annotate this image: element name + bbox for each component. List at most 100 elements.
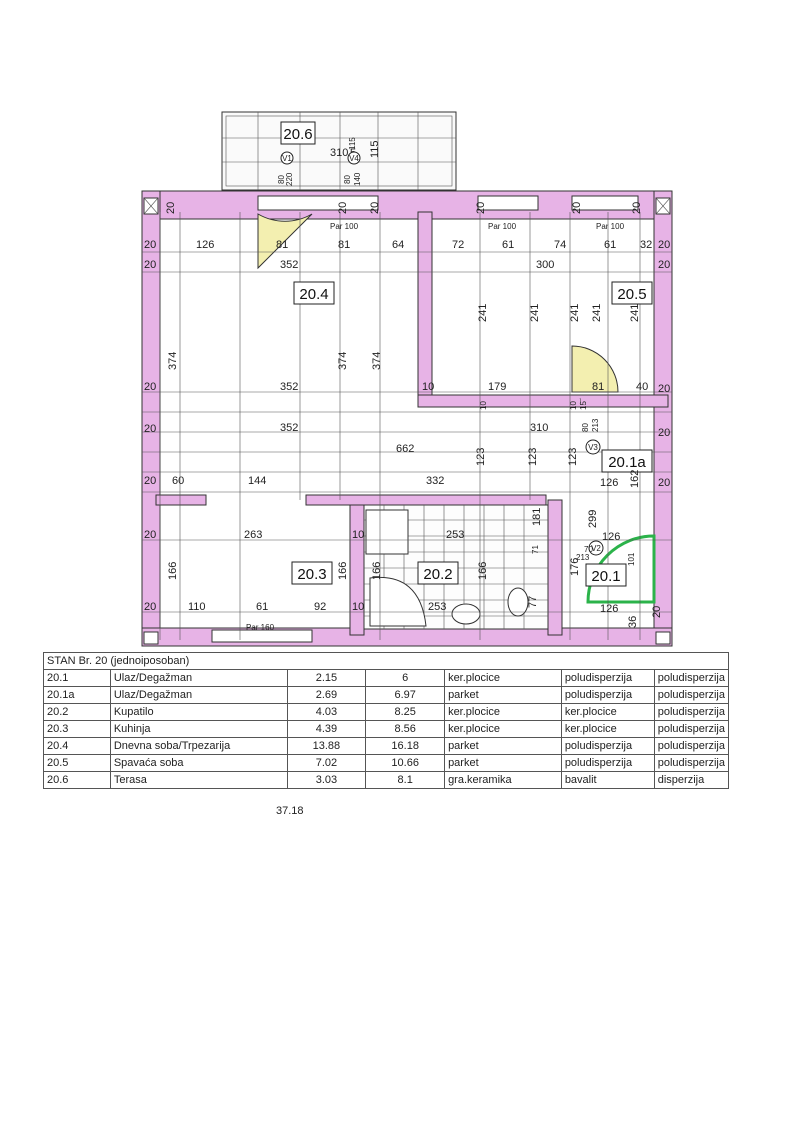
dim-label: 101: [627, 552, 636, 566]
window-label: Par 100: [330, 222, 359, 231]
cell-id: 20.2: [43, 703, 111, 721]
dim-label: 162: [629, 470, 641, 488]
dim-label: 40: [636, 381, 648, 393]
dim-label: 92: [314, 601, 326, 613]
dim-label: 176: [569, 558, 581, 576]
table-row: 20.3 Kuhinja 4.39 8.56 ker.plocice ker.p…: [43, 720, 730, 738]
cell-perim: 8.1: [365, 771, 446, 789]
cell-walls: poludisperzija: [560, 686, 655, 704]
room-label-20-4: 20.4: [299, 286, 328, 303]
table-row: 20.2 Kupatilo 4.03 8.25 ker.plocice ker.…: [43, 703, 730, 721]
cell-perim: 8.25: [365, 703, 446, 721]
dim-label: 352: [280, 381, 298, 393]
room-schedule-table: STAN Br. 20 (jednoiposoban) 20.1 Ulaz/De…: [43, 652, 730, 789]
dim-label: 10: [479, 401, 488, 410]
table-row: 20.1a Ulaz/Degažman 2.69 6.97 parket pol…: [43, 686, 730, 704]
dim-label: 20: [144, 259, 156, 271]
cell-ceiling: disperzija: [653, 771, 730, 789]
dim-label: 20: [571, 202, 583, 214]
dim-label: 181: [531, 508, 543, 526]
cell-walls: ker.plocice: [560, 720, 655, 738]
dim-label: 20: [658, 259, 670, 271]
dim-label: 10: [569, 401, 578, 410]
dim-label: 20: [165, 202, 177, 214]
dim-label: 241: [569, 304, 581, 322]
dim-label: 20: [369, 202, 381, 214]
cell-floor: parket: [444, 737, 562, 755]
cell-id: 20.1a: [43, 686, 111, 704]
dim-label: 213: [591, 418, 600, 432]
cell-name: Ulaz/Degažman: [109, 669, 288, 687]
dim-label: 36: [627, 616, 639, 628]
room-label-20-6: 20.6: [283, 126, 312, 143]
marker-label: V3: [588, 443, 598, 452]
table-row: 20.6 Terasa 3.03 8.1 gra.keramika bavali…: [43, 771, 730, 789]
window-label: Par 160: [246, 623, 275, 632]
dim-label: 72: [452, 239, 464, 251]
marker-circle: [585, 439, 601, 455]
dim-label: 60: [172, 475, 184, 487]
dim-label: 179: [488, 381, 506, 393]
cell-floor: parket: [444, 686, 562, 704]
dim-label: 20: [144, 475, 156, 487]
dim-label: 80: [277, 175, 286, 184]
cell-floor: ker.plocice: [444, 720, 562, 738]
dim-label: 263: [244, 529, 262, 541]
cell-perim: 6: [365, 669, 446, 687]
table-row: 20.1 Ulaz/Degažman 2.15 6 ker.plocice po…: [43, 669, 730, 687]
marker-label: V4: [349, 154, 359, 163]
cell-floor: gra.keramika: [444, 771, 562, 789]
dim-label: 241: [529, 304, 541, 322]
dim-label: 20: [144, 423, 156, 435]
dim-label: 310: [530, 422, 548, 434]
dim-label: 20: [475, 202, 487, 214]
cell-area: 2.15: [286, 669, 367, 687]
cell-perim: 6.97: [365, 686, 446, 704]
cell-floor: ker.plocice: [444, 669, 562, 687]
room-label-20-5: 20.5: [617, 286, 646, 303]
dim-label: 253: [446, 529, 464, 541]
cell-walls: poludisperzija: [560, 737, 655, 755]
dim-label: 20: [651, 606, 663, 618]
dim-label: 299: [587, 510, 599, 528]
cell-ceiling: poludisperzija: [653, 754, 730, 772]
cell-id: 20.3: [43, 720, 111, 738]
terrace: 20.6 310 5 115 115 80 220 80 140 V1 V4: [221, 111, 457, 191]
room-label-20-2: 20.2: [423, 566, 452, 583]
cell-ceiling: poludisperzija: [653, 737, 730, 755]
table-row: 20.5 Spavaća soba 7.02 10.66 parket polu…: [43, 754, 730, 772]
dim-label: 20: [144, 381, 156, 393]
dim-label: 74: [554, 239, 566, 251]
dim-label: 374: [371, 352, 383, 370]
cell-ceiling: poludisperzija: [653, 686, 730, 704]
dim-label: 126: [196, 239, 214, 251]
marker-label: V1: [282, 154, 292, 163]
cell-walls: poludisperzija: [560, 669, 655, 687]
cell-name: Ulaz/Degažman: [109, 686, 288, 704]
cell-area: 13.88: [286, 737, 367, 755]
dim-label: 64: [392, 239, 404, 251]
dim-label: 123: [475, 448, 487, 466]
dim-label: 241: [629, 304, 641, 322]
cell-name: Terasa: [109, 771, 288, 789]
cell-ceiling: poludisperzija: [653, 703, 730, 721]
cell-walls: ker.plocice: [560, 703, 655, 721]
cell-perim: 10.66: [365, 754, 446, 772]
dim-label: 166: [371, 562, 383, 580]
cell-floor: parket: [444, 754, 562, 772]
cell-id: 20.6: [43, 771, 111, 789]
dimension-numbers: 20 20 20 20 20 20 20 20 20 20 20 20 20 2…: [144, 202, 670, 628]
dim-label: 20: [144, 601, 156, 613]
window-label: Par 100: [488, 222, 517, 231]
dim-label: 115: [348, 137, 357, 150]
floor-plan: 20.6 310 5 115 115 80 220 80 140 V1 V4: [141, 111, 673, 647]
cell-area: 4.03: [286, 703, 367, 721]
cell-name: Dnevna soba/Trpezarija: [109, 737, 288, 755]
dim-label: 123: [567, 448, 579, 466]
dim-label: 20: [337, 202, 349, 214]
table-row: 20.4 Dnevna soba/Trpezarija 13.88 16.18 …: [43, 737, 730, 755]
dim-label: 81: [592, 381, 604, 393]
dim-label: 166: [477, 562, 489, 580]
dim-label: 213: [576, 553, 590, 562]
dim-label: 166: [337, 562, 349, 580]
